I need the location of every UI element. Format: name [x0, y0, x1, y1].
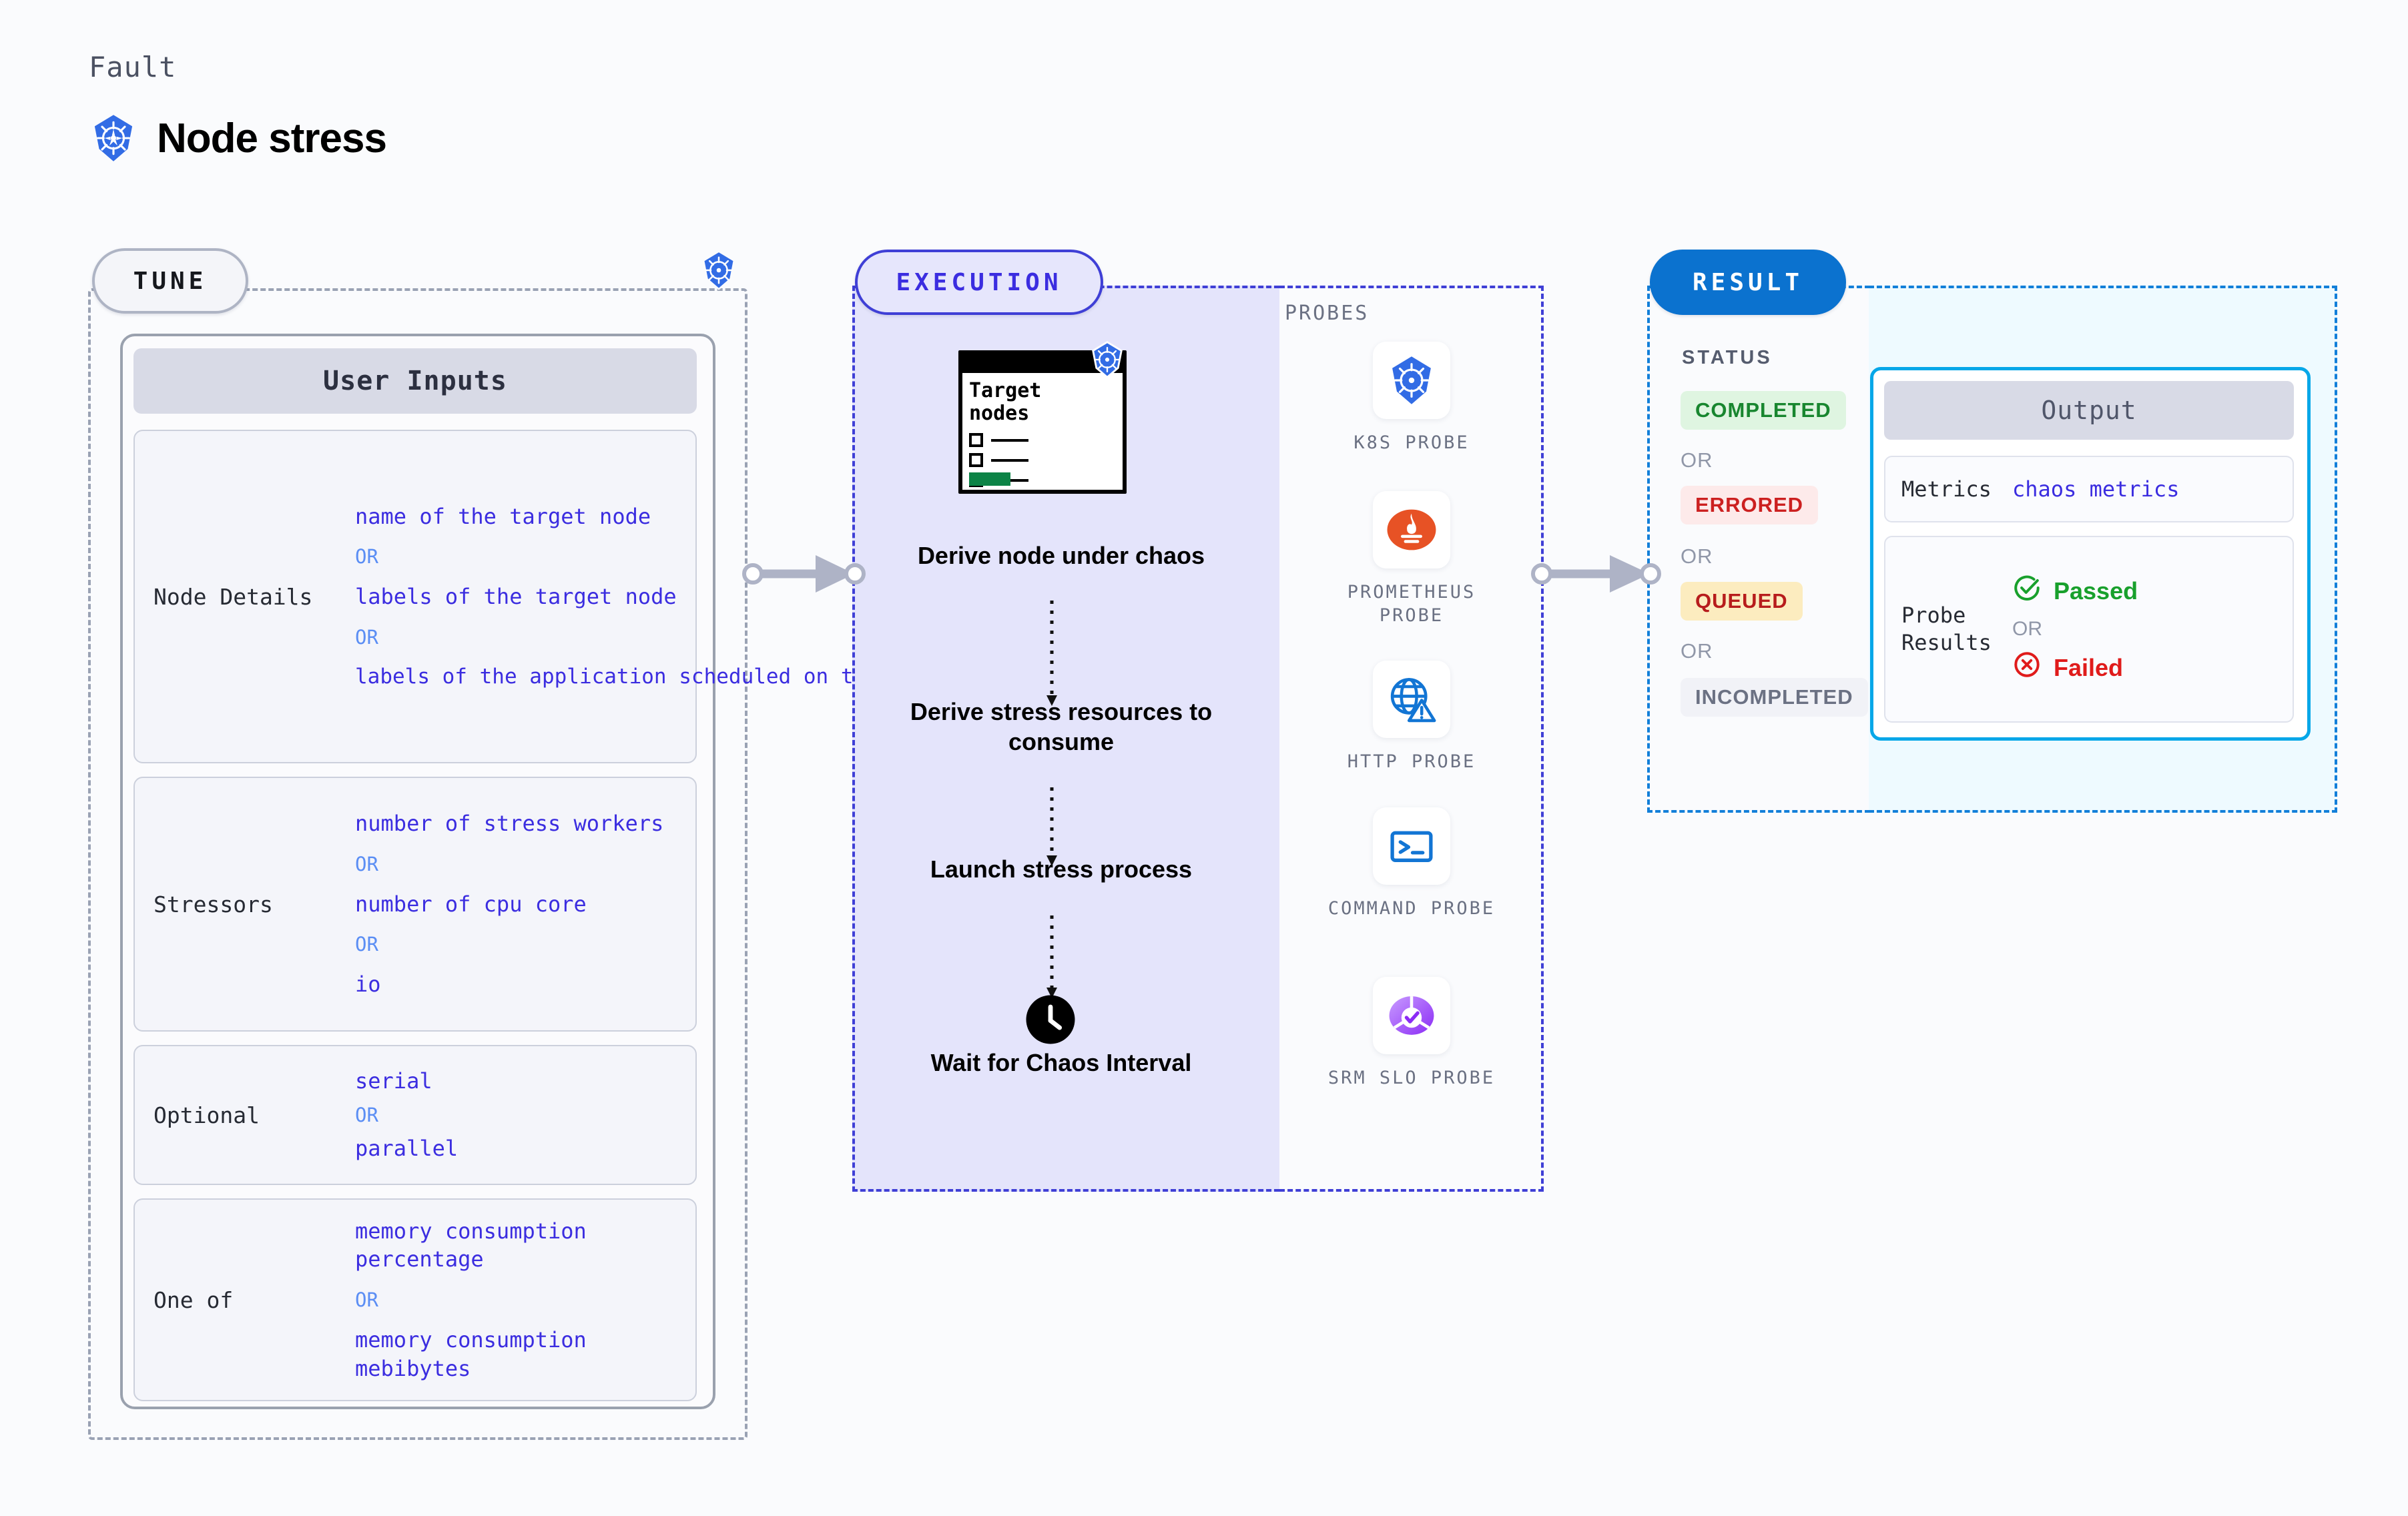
or-separator: OR [1681, 639, 1713, 663]
probe-label: COMMAND PROBE [1327, 898, 1496, 919]
input-group-optional: Optional serial OR parallel [133, 1045, 697, 1185]
target-nodes-title: Target nodes [969, 379, 1042, 425]
input-value: serial [355, 1068, 432, 1094]
execution-step-3: Launch stress process [930, 855, 1193, 883]
result-pill-label: RESULT [1692, 268, 1804, 296]
or-separator: OR [355, 625, 378, 649]
tune-region [88, 288, 747, 1440]
probes-caption: PROBES [1285, 302, 1370, 325]
or-separator: OR [355, 852, 378, 875]
execution-step-4: Wait for Chaos Interval [930, 1049, 1192, 1076]
probe-label: HTTP PROBE [1347, 751, 1476, 772]
output-card: Output Metrics chaos metrics Probe Resul… [1870, 367, 2311, 741]
or-separator: OR [355, 1288, 378, 1311]
kubernetes-icon [699, 250, 739, 290]
input-group-label: One of [154, 1286, 234, 1313]
srm-slo-icon [1373, 977, 1450, 1054]
input-value: memory consumption mebibytes [355, 1327, 587, 1381]
input-group-label: Node Details [154, 583, 313, 610]
page-title-row: Node stress [89, 113, 387, 163]
status-badge-errored: ERRORED [1681, 486, 1819, 524]
kubernetes-icon [1373, 342, 1450, 419]
progress-bar [969, 472, 1010, 486]
tune-pill-label: TUNE [133, 267, 208, 295]
connector-execution-to-result [1527, 547, 1674, 604]
execution-pill-label: EXECUTION [896, 268, 1063, 296]
probe-label: PROMETHEUS PROBE [1347, 582, 1476, 627]
or-separator: OR [1681, 448, 1713, 472]
globe-warning-icon [1373, 661, 1450, 738]
failed-label: Failed [2054, 653, 2124, 681]
input-value: io [355, 972, 381, 998]
input-value: number of stress workers [355, 811, 664, 837]
checkbox-icon [969, 433, 983, 447]
check-circle-icon [2012, 573, 2042, 609]
status-badge-incompleted: INCOMPLETED [1681, 678, 1868, 717]
input-group-label: Optional [154, 1102, 260, 1128]
input-value: name of the target node [355, 503, 651, 529]
probe-item-k8s[interactable]: K8S PROBE [1325, 342, 1498, 454]
input-group-one-of: One of memory consumption percentage OR … [133, 1198, 697, 1401]
checkbox-icon [969, 453, 983, 467]
connector-tune-to-execution [741, 547, 874, 604]
probe-result-failed: Failed [2012, 650, 2293, 685]
page-eyebrow: Fault [89, 51, 177, 83]
or-separator: OR [355, 933, 378, 956]
prometheus-icon [1373, 491, 1450, 568]
status-badge-completed: COMPLETED [1681, 391, 1846, 430]
input-value: number of cpu core [355, 891, 587, 917]
output-row-metrics: Metrics chaos metrics [1884, 456, 2294, 522]
flow-arrow [1046, 601, 1057, 711]
kubernetes-icon [89, 113, 138, 163]
probe-item-prometheus[interactable]: PROMETHEUS PROBE [1325, 491, 1498, 627]
execution-step-1: Derive node under chaos [917, 542, 1205, 569]
flow-arrow [1046, 787, 1057, 871]
input-value: memory consumption percentage [355, 1218, 587, 1272]
output-row-probe-results: Probe Results Passed OR [1884, 536, 2294, 723]
input-group-stressors: Stressors number of stress workers OR nu… [133, 777, 697, 1032]
target-nodes-card: Target nodes [958, 350, 1127, 494]
clock-icon [1025, 994, 1076, 1048]
status-caption: STATUS [1682, 347, 1773, 368]
probe-result-passed: Passed [2012, 573, 2293, 609]
output-label: Probe Results [1901, 603, 1992, 655]
input-group-node-details: Node Details name of the target node OR … [133, 430, 978, 763]
status-badge-queued: QUEUED [1681, 582, 1803, 621]
kubernetes-icon [1089, 341, 1126, 378]
terminal-icon [1373, 807, 1450, 885]
x-circle-icon [2012, 650, 2042, 685]
page-title: Node stress [157, 115, 387, 161]
output-title: Output [1884, 381, 2294, 440]
or-separator: OR [2012, 618, 2042, 640]
input-value: labels of the target node [355, 584, 677, 610]
input-value: parallel [355, 1136, 459, 1161]
probe-label: SRM SLO PROBE [1327, 1068, 1496, 1088]
execution-pill[interactable]: EXECUTION [855, 250, 1103, 315]
output-label: Metrics [1901, 476, 1992, 502]
probe-item-command[interactable]: COMMAND PROBE [1325, 807, 1498, 920]
user-inputs-title: User Inputs [133, 348, 697, 414]
passed-label: Passed [2054, 577, 2138, 605]
probe-item-http[interactable]: HTTP PROBE [1325, 661, 1498, 773]
tune-pill[interactable]: TUNE [92, 248, 248, 314]
or-separator: OR [355, 545, 378, 568]
probe-item-srm-slo[interactable]: SRM SLO PROBE [1325, 977, 1498, 1090]
execution-step-2: Derive stress resources to consume [910, 698, 1213, 756]
input-group-label: Stressors [154, 891, 273, 917]
user-inputs-card: User Inputs Node Details name of the tar… [120, 334, 978, 1409]
output-value: chaos metrics [2012, 476, 2180, 502]
or-separator: OR [355, 1104, 378, 1126]
probe-label: K8S PROBE [1353, 432, 1470, 453]
result-pill[interactable]: RESULT [1650, 250, 1846, 315]
or-separator: OR [1681, 544, 1713, 568]
flow-arrow [1046, 915, 1057, 1003]
